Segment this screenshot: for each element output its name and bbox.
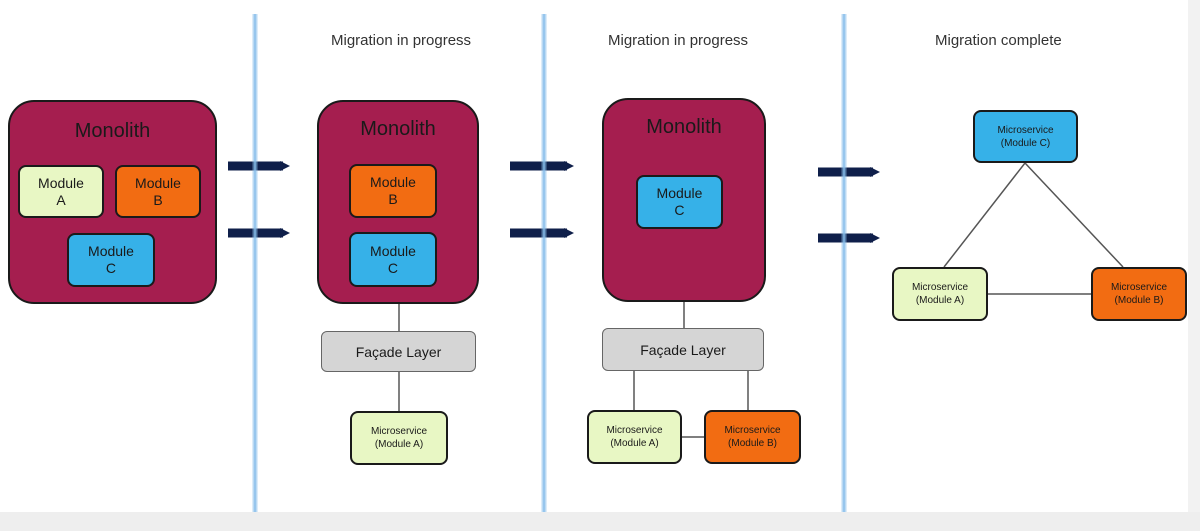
stage-2-module-b: Module B bbox=[349, 164, 437, 218]
stage-divider-3 bbox=[841, 14, 847, 512]
stage-2-facade-layer: Façade Layer bbox=[321, 331, 476, 372]
stage-1-module-c: Module C bbox=[67, 233, 155, 287]
stage-1-module-b: Module B bbox=[115, 165, 201, 218]
stage-4-microservice-a: Microservice (Module A) bbox=[892, 267, 988, 321]
right-edge-strip bbox=[1188, 0, 1200, 531]
connector-msc-msa bbox=[943, 162, 1026, 268]
stage-3-facade-layer: Façade Layer bbox=[602, 328, 764, 371]
stage-2-title: Migration in progress bbox=[331, 32, 472, 49]
stage-divider-1 bbox=[252, 14, 258, 512]
stage-4-microservice-c: Microservice (Module C) bbox=[973, 110, 1078, 163]
monolith-title: Monolith bbox=[646, 116, 722, 138]
stage-divider-2 bbox=[541, 14, 547, 512]
stage-2-module-c: Module C bbox=[349, 232, 437, 287]
stage-3-microservice-b: Microservice (Module B) bbox=[704, 410, 801, 464]
stage-3-module-c: Module C bbox=[636, 175, 723, 229]
bottom-edge-strip bbox=[0, 512, 1200, 531]
stage-1-module-a: Module A bbox=[18, 165, 104, 218]
stage-3-microservice-a: Microservice (Module A) bbox=[587, 410, 682, 464]
monolith-title: Monolith bbox=[360, 118, 436, 140]
stage-4-title: Migration complete bbox=[935, 32, 1062, 49]
connector-msc-msb bbox=[1024, 162, 1124, 268]
monolith-title: Monolith bbox=[74, 120, 151, 142]
stage-2-microservice-a: Microservice (Module A) bbox=[350, 411, 448, 465]
stage-3-title: Migration in progress bbox=[608, 32, 749, 49]
stage-4-microservice-b: Microservice (Module B) bbox=[1091, 267, 1187, 321]
